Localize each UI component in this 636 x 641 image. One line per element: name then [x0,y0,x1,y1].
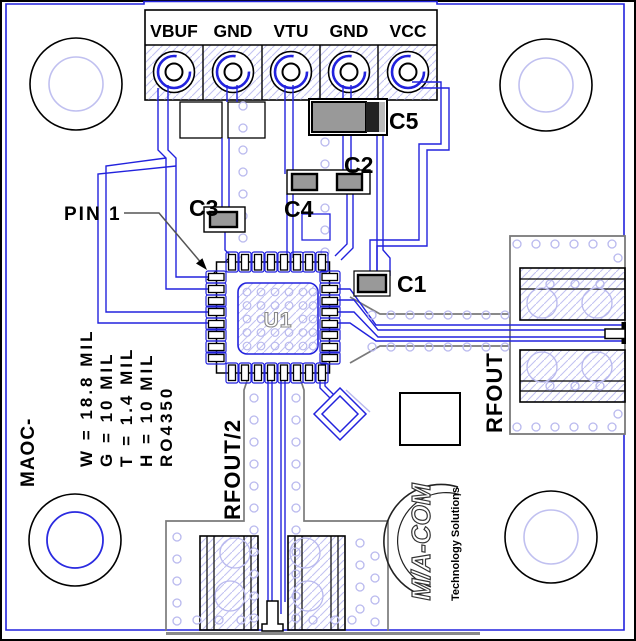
terminal-label-gnd2: GND [330,21,369,41]
rfout-pad-lower [519,349,626,403]
mounting-hole-bottom-left [28,493,122,587]
blank-footprint-square [399,392,461,446]
stackup-note-h: H = 10 MIL [137,352,156,467]
rfout-connector-region [509,235,626,435]
label-c3: C3 [189,195,218,221]
component-c3 [203,206,246,233]
chip-u1-label: U1 [264,309,293,332]
terminal-label-vbuf: VBUF [150,21,198,41]
mounting-hole-top-left [29,37,123,131]
component-c2-c4 [286,169,371,195]
bottom-pad-left [199,535,259,631]
label-c4: C4 [284,196,314,222]
label-maoc: MAOC- [18,418,39,487]
terminal-block [144,9,438,101]
pin1-arrowhead [196,258,207,270]
label-pin1: PIN 1 [64,204,122,225]
copper-traces [97,81,624,614]
mounting-hole-bottom-right [504,490,598,584]
component-c1 [353,270,391,297]
stackup-note-t: T = 1.4 MIL [117,347,136,467]
footprint-box-1 [179,101,223,139]
stackup-note-material: RO4350 [157,386,176,467]
terminal-label-gnd1: GND [214,21,253,41]
logo-crescent-outer [383,483,459,597]
label-rfout: RFOUT [482,352,507,433]
rfout2-channel-region [165,380,389,631]
chip-pins [205,251,341,384]
rfout-pad-upper [519,267,626,321]
label-c2: C2 [344,152,373,178]
label-rfout2: RFOUT/2 [220,419,245,520]
stackup-note-w: W = 18.8 MIL [77,329,96,468]
diamond-stub [312,386,371,442]
via-ring [512,239,623,432]
via-stitching [172,101,510,627]
logo-crescent-inner [397,492,462,588]
terminal-label-vtu: VTU [274,21,309,41]
bottom-edge-plating [166,632,480,635]
chip-thermal-pad [237,282,319,355]
pin1-callout [124,212,207,270]
stackup-note-g: G = 10 MIL [97,352,116,468]
mounting-hole-top-right [499,38,593,132]
terminal-label-vcc: VCC [390,21,427,41]
logo-tagline-text: Technology Solutions [450,487,462,601]
macom-logo: M/A-COM Technology Solutions [383,482,462,601]
chip-u1: U1 [205,251,341,384]
component-c5 [308,98,388,136]
label-c5: C5 [389,108,419,134]
label-c1: C1 [397,271,427,297]
terminal-pads [152,50,430,94]
rfout-connector-pin [604,328,626,340]
thermal-vias [242,287,318,351]
logo-brand-text: M/A-COM [406,482,436,600]
rfout2-connector-pin [261,600,284,632]
